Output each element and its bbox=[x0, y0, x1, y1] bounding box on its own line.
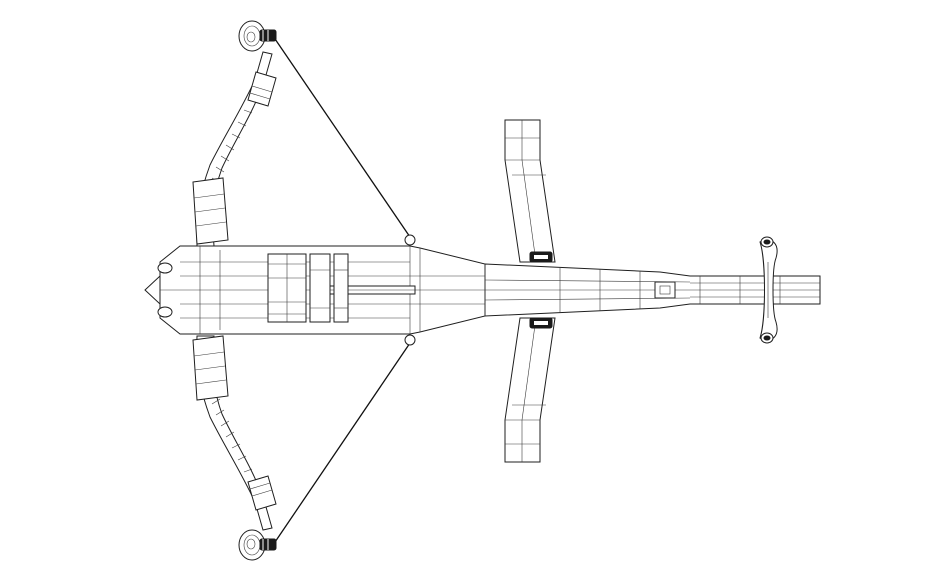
upper-cam bbox=[238, 20, 277, 52]
nose-tip bbox=[144, 274, 161, 306]
trigger-housing bbox=[654, 281, 676, 299]
bow-string bbox=[272, 35, 411, 546]
upper-limb-wrap bbox=[192, 177, 229, 245]
upper-string-knob bbox=[404, 234, 416, 246]
lower-string-knob bbox=[404, 334, 416, 346]
lower-limb bbox=[192, 335, 277, 561]
stock-wings bbox=[504, 119, 556, 463]
crossbow-body bbox=[144, 234, 821, 346]
rail-blocks bbox=[267, 253, 349, 323]
lower-cam bbox=[238, 529, 277, 561]
butt-plate bbox=[759, 236, 778, 344]
upper-limb bbox=[192, 20, 277, 247]
